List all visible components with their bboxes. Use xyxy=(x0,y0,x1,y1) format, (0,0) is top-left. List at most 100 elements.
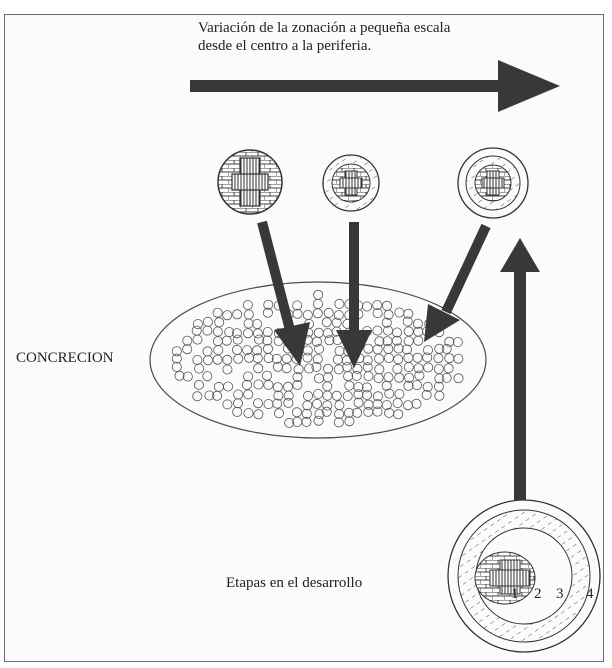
pebble xyxy=(192,334,203,345)
pebble xyxy=(343,407,354,418)
pebble xyxy=(182,371,193,382)
pebble xyxy=(414,370,425,381)
pebble xyxy=(312,308,323,319)
pebble xyxy=(314,409,325,420)
development-up-arrow xyxy=(500,238,540,504)
pebble xyxy=(362,355,373,366)
zoned-grain-three-zone-icon xyxy=(457,147,529,219)
pebble xyxy=(252,328,263,339)
pebble xyxy=(292,300,303,311)
zoned-grain-two-zone-icon xyxy=(322,154,380,212)
pebble xyxy=(302,352,313,363)
pebble xyxy=(321,317,332,328)
pebble xyxy=(372,325,383,336)
pebble xyxy=(441,343,452,354)
pebble xyxy=(232,334,243,345)
pebble xyxy=(374,353,385,364)
pebble xyxy=(232,406,243,417)
pebble xyxy=(402,316,413,327)
pebble xyxy=(292,379,303,390)
pebble xyxy=(301,416,312,427)
pebble xyxy=(372,406,383,417)
pebble xyxy=(262,326,273,337)
pebble xyxy=(212,354,223,365)
title-line-1: Variación de la zonación a pequeña escal… xyxy=(198,20,451,36)
pebble xyxy=(212,307,223,318)
pebble xyxy=(242,345,253,356)
pebble xyxy=(381,317,392,328)
pebble xyxy=(323,307,334,318)
pebble xyxy=(374,336,385,347)
pebble xyxy=(233,353,244,364)
pebble xyxy=(202,325,213,336)
pebble xyxy=(212,326,223,337)
pebble xyxy=(412,352,423,363)
pebble xyxy=(222,399,233,410)
zoned-grain-core-icon xyxy=(217,149,283,215)
pebble xyxy=(253,379,264,390)
pebble xyxy=(372,391,383,402)
pebble xyxy=(331,390,342,401)
pebble xyxy=(403,326,414,337)
concretion-ellipse xyxy=(149,281,487,439)
pebble xyxy=(381,400,392,411)
pebble xyxy=(232,309,243,320)
pebble xyxy=(392,398,403,409)
pebble xyxy=(434,373,445,384)
pebble xyxy=(353,397,364,408)
pebble xyxy=(403,362,414,373)
pebble xyxy=(352,407,363,418)
pebble xyxy=(202,355,213,366)
pebble xyxy=(363,371,374,382)
pebble xyxy=(372,308,383,319)
pebble xyxy=(402,400,413,411)
pebble xyxy=(304,363,315,374)
pebble xyxy=(393,343,404,354)
zoned-grain-large-icon xyxy=(447,499,601,653)
pebble xyxy=(351,370,362,381)
pebble xyxy=(222,354,233,365)
pebble xyxy=(283,397,294,408)
pebble xyxy=(433,353,444,364)
stage-number-2: 2 xyxy=(534,586,542,602)
pebble xyxy=(283,390,294,401)
pebble xyxy=(262,307,273,318)
pebble xyxy=(253,363,264,374)
pebble xyxy=(403,380,414,391)
pebble xyxy=(393,354,404,365)
pebble xyxy=(373,373,384,384)
pebble xyxy=(403,308,414,319)
pebble xyxy=(353,382,364,393)
pebble xyxy=(222,364,233,375)
pebble xyxy=(413,363,424,374)
stage-number-4: 4 xyxy=(586,586,594,602)
pebble xyxy=(273,408,284,419)
pebble xyxy=(342,390,353,401)
pebble xyxy=(423,362,434,373)
pebble xyxy=(272,382,283,393)
concrecion-label: CONCRECION xyxy=(16,350,114,366)
pebble xyxy=(322,363,333,374)
pebble xyxy=(221,335,232,346)
pebble xyxy=(284,417,295,428)
pebble xyxy=(204,390,215,401)
pebble xyxy=(422,381,433,392)
pebble xyxy=(171,346,182,357)
pebble xyxy=(411,380,422,391)
pebble xyxy=(361,301,372,312)
pebble xyxy=(314,343,325,354)
pebble xyxy=(232,398,243,409)
pebble xyxy=(334,298,345,309)
pebble xyxy=(361,382,372,393)
pebble xyxy=(252,353,263,364)
pebble xyxy=(353,389,364,400)
pebble xyxy=(324,335,335,346)
pebble xyxy=(422,352,433,363)
arrow-grain2-to-concretion xyxy=(336,222,372,368)
stage-number-3: 3 xyxy=(556,586,564,602)
pebble xyxy=(404,372,415,383)
pebble xyxy=(291,407,302,418)
pebble xyxy=(252,345,263,356)
pebble xyxy=(401,344,412,355)
